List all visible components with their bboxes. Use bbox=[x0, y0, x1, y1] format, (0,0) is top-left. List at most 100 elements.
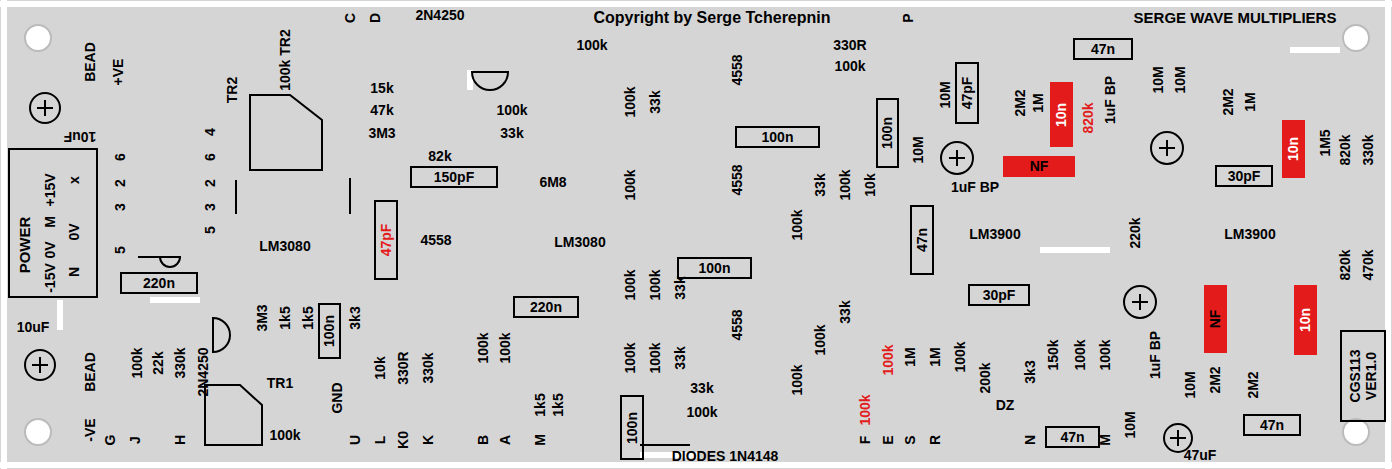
component-value: NF bbox=[1030, 159, 1049, 174]
silkscreen-label: 3 bbox=[113, 203, 128, 211]
silkscreen-label: D bbox=[368, 13, 383, 23]
silkscreen-label: 22k bbox=[151, 351, 166, 374]
silkscreen-label: 820k bbox=[1338, 249, 1353, 280]
silkscreen-label: 4558 bbox=[420, 233, 451, 248]
silkscreen-label: 10uF bbox=[64, 129, 97, 144]
silkscreen-label: K bbox=[421, 435, 436, 445]
silkscreen-label: 100k bbox=[130, 347, 145, 378]
silkscreen-label: 3M3 bbox=[255, 304, 270, 331]
silkscreen-label: 100k bbox=[953, 341, 968, 372]
silkscreen-label: A bbox=[498, 435, 513, 445]
silkscreen-label: 100k bbox=[686, 405, 717, 420]
silkscreen-label: 2 bbox=[203, 179, 218, 187]
component-value: POWER bbox=[17, 217, 32, 274]
silkscreen-label: DZ bbox=[996, 398, 1015, 413]
component-value: 100n bbox=[322, 315, 337, 347]
silkscreen-label: R bbox=[928, 435, 943, 445]
silkscreen-label: LM3900 bbox=[969, 227, 1020, 242]
component-value: 100n bbox=[880, 117, 895, 149]
component-value: 150pF bbox=[434, 170, 474, 185]
component-value: M bbox=[43, 216, 58, 228]
silkscreen-label: N bbox=[1023, 435, 1038, 445]
silkscreen-label: 33k bbox=[690, 381, 713, 396]
silkscreen-label: 200k bbox=[978, 362, 993, 393]
silkscreen-label: 10M bbox=[1183, 371, 1198, 398]
silkscreen-label: 33k bbox=[813, 173, 828, 196]
silkscreen-label: 100k bbox=[648, 269, 663, 300]
silkscreen-label: 100k bbox=[623, 86, 638, 117]
version-box: CGS113 VER1.0 bbox=[1340, 330, 1386, 422]
silkscreen-label: 3k3 bbox=[348, 306, 363, 329]
silkscreen-label: 6 bbox=[203, 153, 218, 161]
silkscreen-label: 10uF bbox=[17, 320, 50, 335]
component-box: 47n bbox=[1073, 38, 1133, 60]
silkscreen-label: S bbox=[903, 435, 918, 444]
silkscreen-label: 10M bbox=[1173, 66, 1188, 93]
silkscreen-label: +VE bbox=[111, 59, 126, 86]
component-value: 47pF bbox=[960, 77, 975, 110]
silkscreen-label: 10k bbox=[373, 356, 388, 379]
silkscreen-label: M bbox=[1098, 434, 1113, 446]
component-box: 220n bbox=[120, 272, 198, 294]
silkscreen-label: K0 bbox=[396, 431, 411, 449]
silkscreen-label: 6M8 bbox=[539, 175, 566, 190]
silkscreen-label: 33k bbox=[838, 300, 853, 323]
silkscreen-label: P bbox=[901, 13, 916, 22]
silkscreen-label: 1M bbox=[1243, 92, 1258, 111]
component-box: 150pF bbox=[410, 166, 498, 188]
component-value: 0V bbox=[67, 223, 82, 240]
component-value: 47n bbox=[1091, 42, 1115, 57]
silkscreen-label: 5 bbox=[113, 246, 128, 254]
component-value: NF bbox=[1208, 310, 1223, 329]
component-box: 100n bbox=[677, 257, 752, 279]
component-value: 10n bbox=[1286, 137, 1301, 161]
silkscreen-label: 6 bbox=[113, 153, 128, 161]
silkscreen-label: 4 bbox=[203, 128, 218, 136]
component-value: 10n bbox=[1298, 308, 1313, 332]
silkscreen-label: 4558 bbox=[730, 164, 745, 195]
component-value: 47pF bbox=[379, 224, 394, 257]
silkscreen-label: 10M bbox=[1123, 411, 1138, 438]
silkscreen-label: 100k bbox=[498, 332, 513, 363]
silkscreen-label: BEAD bbox=[83, 352, 98, 392]
component-value: 30pF bbox=[983, 288, 1016, 303]
silkscreen-label: TR2 bbox=[225, 77, 240, 103]
silkscreen-label: 1uF BP bbox=[1148, 331, 1163, 379]
component-box: 100n bbox=[735, 126, 820, 148]
component-box: 10n bbox=[1050, 82, 1073, 147]
silkscreen-label: 10k bbox=[863, 173, 878, 196]
silkscreen-label: F bbox=[858, 436, 873, 445]
component-box: 100n bbox=[876, 98, 899, 168]
silkscreen-label: J bbox=[128, 436, 143, 444]
silkscreen-label: 1uF BP bbox=[951, 180, 999, 195]
silkscreen-label: 2N4250 bbox=[196, 347, 211, 396]
silkscreen-label: 100k bbox=[834, 59, 865, 74]
silkscreen-label: 47k bbox=[370, 103, 393, 118]
silkscreen-label: C bbox=[343, 13, 358, 23]
silkscreen-label: 100k bbox=[496, 103, 527, 118]
silkscreen-label: 100k bbox=[648, 342, 663, 373]
silkscreen-label: 4558 bbox=[730, 54, 745, 85]
silkscreen-label: 2M2 bbox=[1221, 88, 1236, 115]
silkscreen-label: 100k bbox=[476, 332, 491, 363]
silkscreen-label: LM3080 bbox=[259, 239, 310, 254]
component-value: 100n bbox=[625, 412, 640, 444]
silkscreen-label: 220k bbox=[1128, 217, 1143, 248]
silkscreen-label: 1M bbox=[1031, 93, 1046, 112]
silkscreen-label: -VE bbox=[83, 418, 98, 441]
silkscreen-label: 4558 bbox=[730, 309, 745, 340]
component-value: 0V bbox=[43, 241, 58, 258]
silkscreen-label: 3k3 bbox=[1023, 360, 1038, 383]
silkscreen-label: 1M bbox=[903, 347, 918, 366]
silkscreen-label: 150k bbox=[1046, 339, 1061, 370]
silkscreen-label: LM3900 bbox=[1224, 227, 1275, 242]
silkscreen-label: GND bbox=[330, 382, 345, 413]
silkscreen-label: TR1 bbox=[267, 376, 293, 391]
silkscreen-label: 330k bbox=[421, 352, 436, 383]
silkscreen-label: 100k bbox=[1073, 339, 1088, 370]
silkscreen-label: 1M5 bbox=[1318, 129, 1333, 156]
silkscreen-label: 100k bbox=[881, 344, 896, 375]
component-value: x bbox=[67, 176, 82, 184]
silkscreen-label: 10M bbox=[938, 81, 953, 108]
silkscreen-label: 1M bbox=[928, 347, 943, 366]
